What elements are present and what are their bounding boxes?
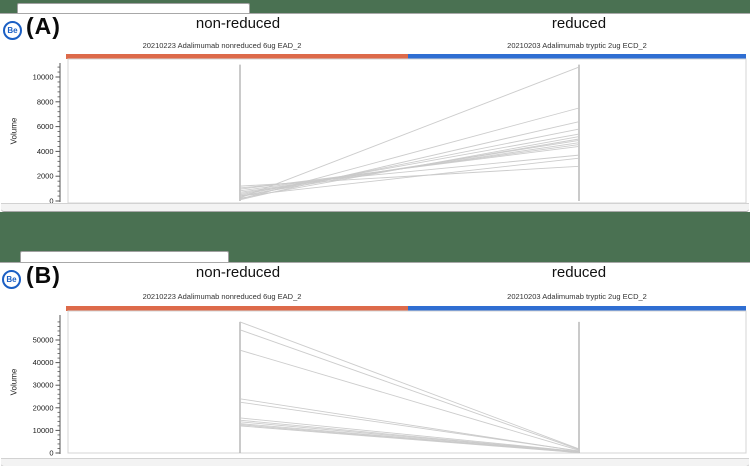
group-header-nonreduced: non-reduced bbox=[195, 15, 281, 32]
feature-line bbox=[239, 66, 580, 199]
sample-title-reduced: 20210203 Adalimumab tryptic 2ug ECD_2 bbox=[507, 41, 647, 50]
panel-b: Be (B) non-reduced reduced 20210223 Adal… bbox=[0, 262, 750, 466]
plot-frame bbox=[67, 58, 747, 204]
byologic-logo-icon: Be bbox=[2, 270, 21, 289]
panel-a-bottom-strip bbox=[1, 203, 749, 212]
feature-line bbox=[239, 425, 580, 454]
y-axis-tick-label: 50000 bbox=[33, 336, 54, 345]
nonreduced-color-bar bbox=[66, 306, 408, 311]
y-axis-tick-label: 10000 bbox=[33, 73, 54, 82]
feature-line bbox=[239, 417, 580, 452]
feature-line bbox=[239, 165, 580, 187]
sample-title-nonreduced: 20210223 Adalimumab nonreduced 6ug EAD_2 bbox=[142, 292, 302, 301]
feature-line bbox=[239, 419, 580, 453]
feature-line bbox=[239, 349, 580, 451]
byologic-logo-icon: Be bbox=[3, 21, 22, 40]
nonreduced-color-bar bbox=[66, 54, 408, 59]
y-axis-tick-label: 0 bbox=[49, 197, 53, 206]
y-axis-tick-label: 6000 bbox=[37, 122, 54, 131]
plot-frame bbox=[67, 310, 747, 454]
sample-title-reduced: 20210203 Adalimumab tryptic 2ug ECD_2 bbox=[507, 292, 647, 301]
feature-line bbox=[239, 321, 580, 450]
group-header-reduced: reduced bbox=[551, 15, 607, 32]
feature-line bbox=[239, 329, 580, 451]
panel-b-label: (B) bbox=[26, 262, 61, 288]
feature-line bbox=[239, 401, 580, 452]
y-axis: 0 10000 20000 30000 40000 50000 bbox=[33, 315, 61, 458]
sample-title-nonreduced: 20210223 Adalimumab nonreduced 6ug EAD_2 bbox=[142, 41, 302, 50]
reduced-color-bar bbox=[408, 306, 746, 311]
y-axis-tick-label: 2000 bbox=[37, 172, 54, 181]
y-axis: 0 2000 4000 6000 8000 10000 bbox=[33, 63, 61, 206]
panel-b-bottom-strip bbox=[1, 458, 749, 466]
panel-a: Be (A) non-reduced reduced 20210223 Adal… bbox=[0, 13, 750, 212]
feature-line bbox=[239, 128, 580, 198]
y-axis-tick-label: 20000 bbox=[33, 403, 54, 412]
volume-slopegraph-a: 0 2000 4000 6000 8000 10000 bbox=[33, 58, 747, 206]
panel-a-tab[interactable] bbox=[17, 3, 250, 14]
feature-lines bbox=[239, 321, 580, 454]
group-header-reduced: reduced bbox=[551, 264, 607, 281]
y-axis-tick-label: 10000 bbox=[33, 426, 54, 435]
y-axis-tick-label: 4000 bbox=[37, 147, 54, 156]
y-axis-tick-label: 30000 bbox=[33, 381, 54, 390]
feature-line bbox=[239, 140, 580, 195]
reduced-color-bar bbox=[408, 54, 746, 59]
y-axis-tick-label: 8000 bbox=[37, 97, 54, 106]
sample-axes bbox=[239, 321, 580, 453]
panel-b-tab[interactable] bbox=[20, 251, 229, 263]
sample-axes bbox=[239, 64, 580, 201]
feature-line bbox=[239, 157, 580, 197]
panel-a-label: (A) bbox=[26, 13, 61, 39]
group-header-nonreduced: non-reduced bbox=[195, 264, 281, 281]
y-axis-tick-label: 0 bbox=[49, 449, 53, 458]
feature-lines bbox=[239, 66, 580, 201]
y-axis-tick-label: 40000 bbox=[33, 358, 54, 367]
volume-slopegraph-b: 0 10000 20000 30000 40000 50000 bbox=[33, 310, 747, 458]
feature-line bbox=[239, 421, 580, 453]
